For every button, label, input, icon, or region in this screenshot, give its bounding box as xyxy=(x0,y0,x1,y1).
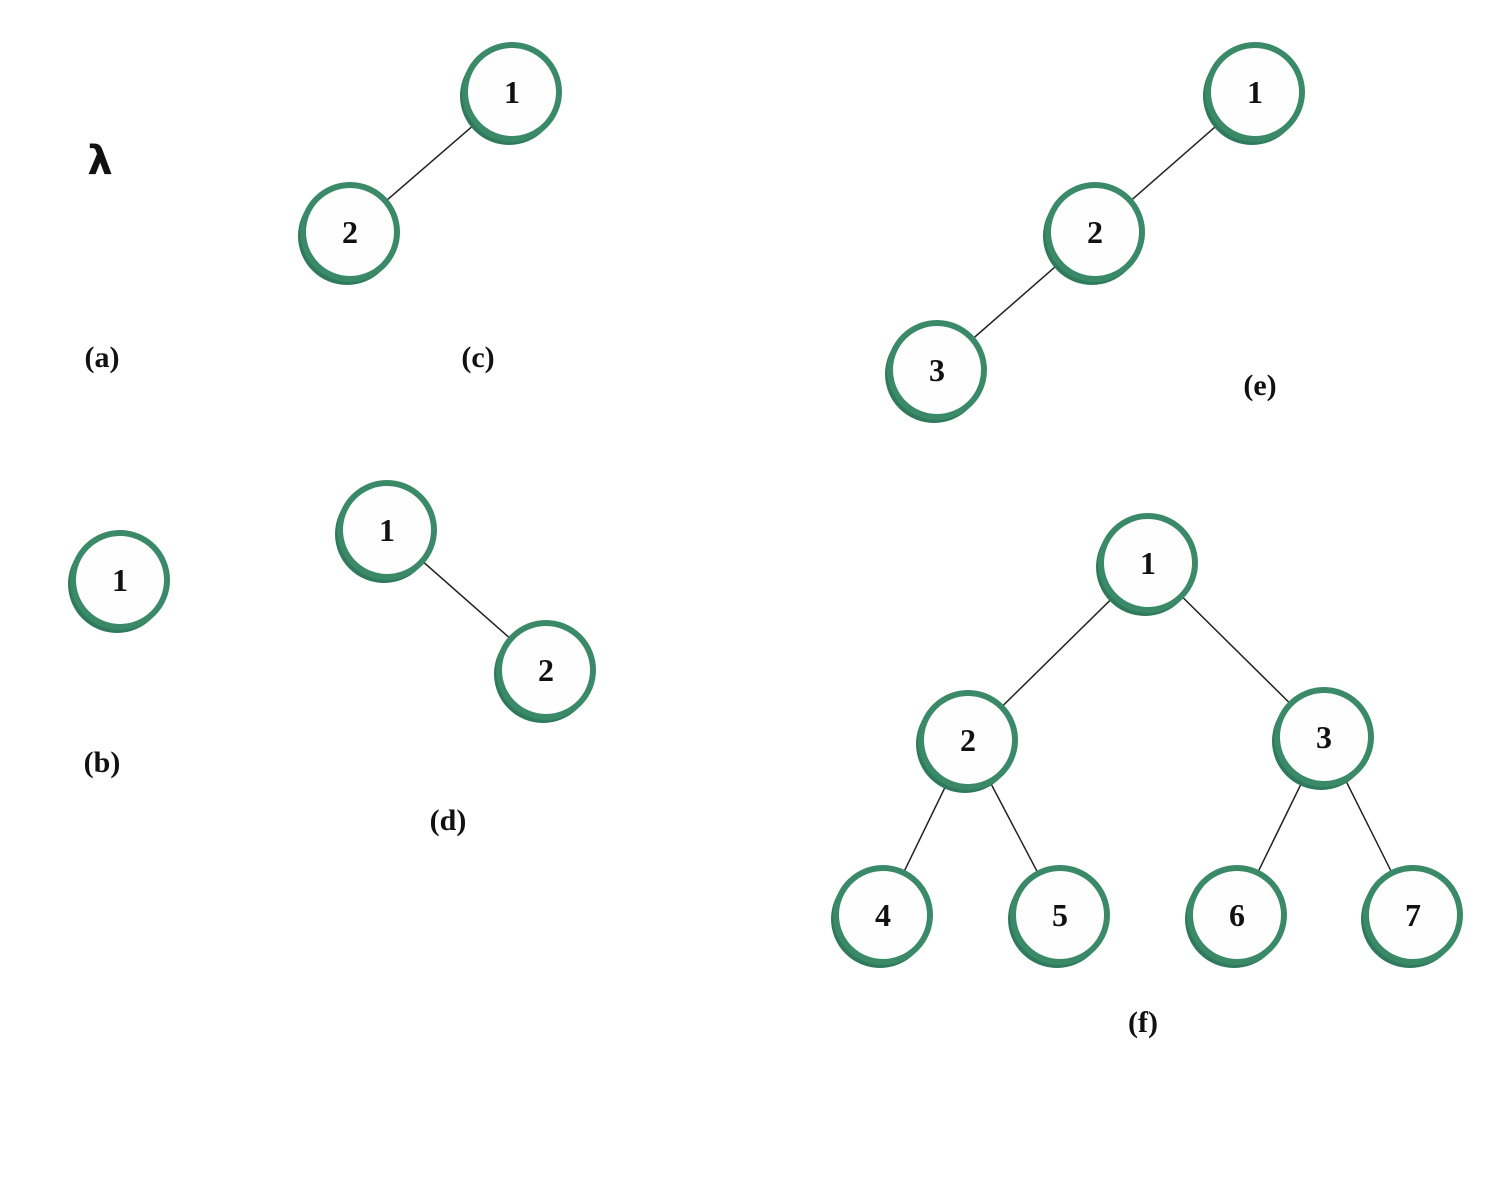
node-fill xyxy=(348,487,430,569)
panel-d: 1 2 (d) xyxy=(335,480,596,837)
tree-node-1: 1 xyxy=(460,42,562,145)
empty-tree-symbol: λ xyxy=(87,138,112,184)
node-label: 6 xyxy=(1229,897,1245,933)
node-label: 2 xyxy=(538,652,554,688)
node-label: 1 xyxy=(1247,74,1263,110)
panel-b: 1 (b) xyxy=(68,530,170,779)
tree-node-2: 2 xyxy=(1043,182,1145,285)
panel-label: (f) xyxy=(1128,1006,1158,1039)
node-fill xyxy=(507,627,589,709)
panel-e: 1 2 3 (e) xyxy=(885,42,1305,423)
tree-node-1: 1 xyxy=(1203,42,1305,145)
tree-node-1: 1 xyxy=(68,530,170,633)
node-label: 1 xyxy=(112,562,128,598)
panel-a: λ (a) xyxy=(85,138,120,374)
node-label: 3 xyxy=(929,352,945,388)
node-fill xyxy=(473,49,555,131)
node-label: 5 xyxy=(1052,897,1068,933)
node-fill xyxy=(1285,694,1367,776)
node-fill xyxy=(81,537,163,619)
panel-label: (a) xyxy=(85,341,120,374)
node-fill xyxy=(311,189,393,271)
node-fill xyxy=(1056,189,1138,271)
node-fill xyxy=(1374,872,1456,954)
tree-node-6: 6 xyxy=(1185,865,1287,968)
tree-node-5: 5 xyxy=(1008,865,1110,968)
panel-label: (c) xyxy=(461,341,494,374)
tree-node-3: 3 xyxy=(885,320,987,423)
node-label: 1 xyxy=(504,74,520,110)
node-fill xyxy=(844,872,926,954)
node-label: 2 xyxy=(960,722,976,758)
node-fill xyxy=(1021,872,1103,954)
node-label: 1 xyxy=(379,512,395,548)
tree-node-3: 3 xyxy=(1272,687,1374,790)
node-fill xyxy=(929,697,1011,779)
node-label: 3 xyxy=(1316,719,1332,755)
node-fill xyxy=(1198,872,1280,954)
tree-node-2: 2 xyxy=(494,620,596,723)
panel-f: 1 2 3 4 5 6 7 (f) xyxy=(831,513,1463,1039)
panel-label: (e) xyxy=(1243,369,1276,402)
node-label: 2 xyxy=(1087,214,1103,250)
node-label: 2 xyxy=(342,214,358,250)
node-fill xyxy=(1216,49,1298,131)
node-label: 7 xyxy=(1405,897,1421,933)
tree-node-1: 1 xyxy=(335,480,437,583)
panel-c: 1 2 (c) xyxy=(298,42,562,374)
node-fill xyxy=(1109,520,1191,602)
panel-label: (d) xyxy=(430,804,467,837)
tree-node-1: 1 xyxy=(1096,513,1198,616)
tree-node-7: 7 xyxy=(1361,865,1463,968)
tree-node-2: 2 xyxy=(916,690,1018,793)
tree-node-4: 4 xyxy=(831,865,933,968)
panel-label: (b) xyxy=(84,746,121,779)
tree-node-2: 2 xyxy=(298,182,400,285)
node-fill xyxy=(898,327,980,409)
node-label: 1 xyxy=(1140,545,1156,581)
node-label: 4 xyxy=(875,897,891,933)
